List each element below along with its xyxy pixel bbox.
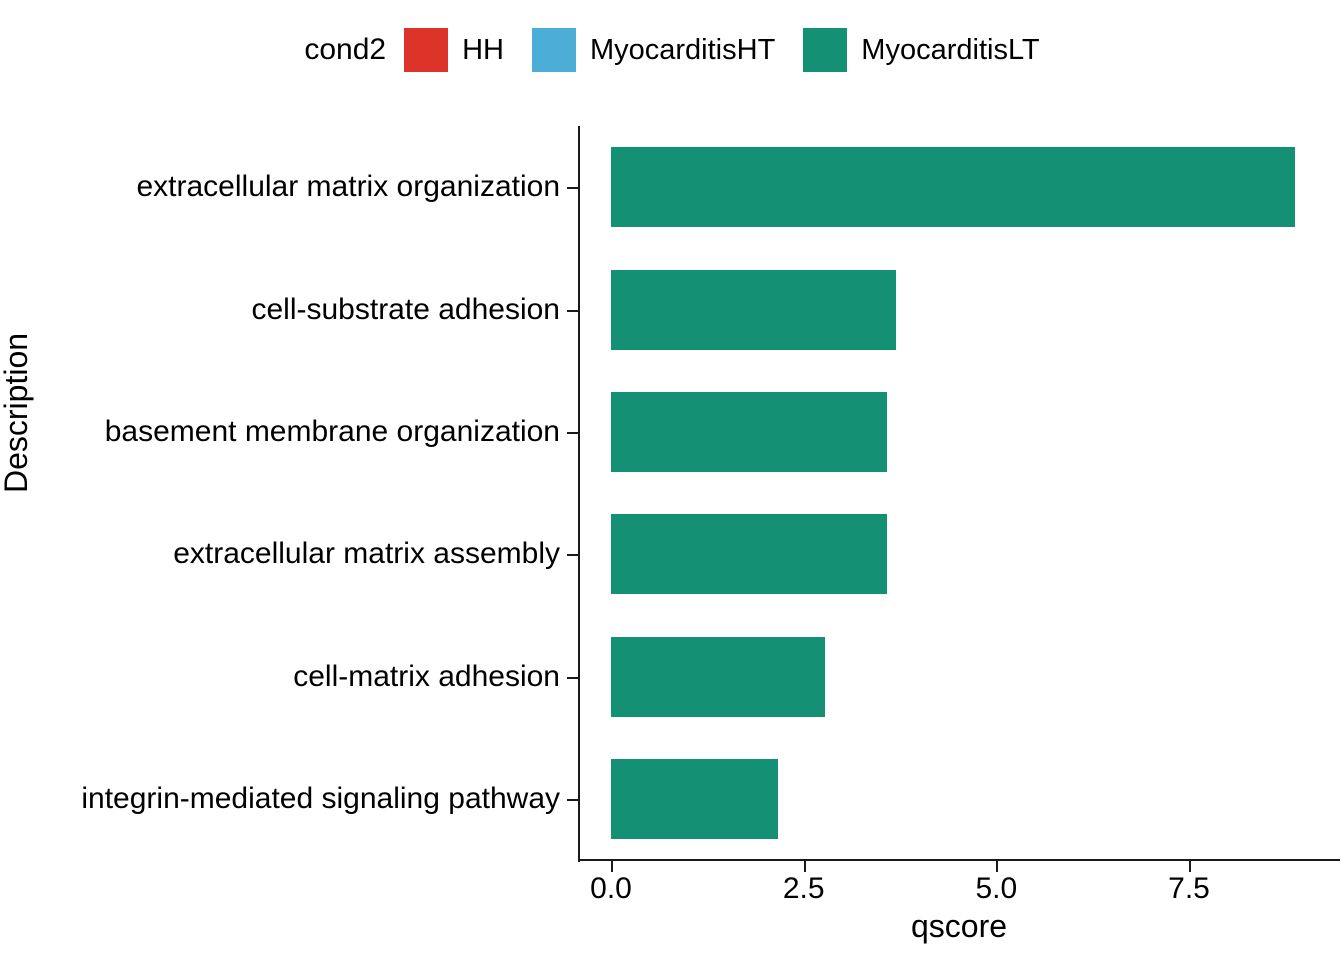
y-tick-mark: [567, 187, 578, 190]
bars-layer: [578, 126, 1340, 860]
y-axis-title: Description: [0, 332, 34, 493]
legend-label-hh: HH: [462, 33, 504, 66]
y-tick-label: cell-substrate adhesion: [251, 292, 560, 326]
y-axis-line: [578, 126, 580, 862]
x-tick-mark: [996, 861, 999, 872]
legend-title: cond2: [304, 33, 387, 66]
y-tick-label: basement membrane organization: [104, 414, 560, 448]
bar[interactable]: [611, 147, 1295, 228]
y-tick-label: cell-matrix adhesion: [293, 659, 560, 693]
legend-swatch-myocarditisht: [531, 28, 576, 72]
bar[interactable]: [611, 269, 897, 350]
x-tick-mark: [611, 861, 613, 872]
y-tick-mark: [567, 676, 578, 679]
bar[interactable]: [611, 758, 779, 839]
legend-label-myocarditisht: MyocarditisHT: [589, 33, 776, 66]
y-tick-mark: [567, 554, 578, 557]
legend-swatch-myocarditislt: [803, 28, 848, 72]
legend-item-myocarditislt[interactable]: MyocarditisLT: [803, 28, 1040, 72]
y-tick-label: extracellular matrix assembly: [173, 537, 560, 571]
legend-label-myocarditislt: MyocarditisLT: [861, 33, 1040, 66]
x-tick-label: 7.5: [1168, 872, 1210, 905]
legend: cond2 HH MyocarditisHT MyocarditisLT: [0, 0, 1344, 100]
bar[interactable]: [611, 636, 826, 717]
y-tick-mark: [567, 431, 578, 434]
x-axis-line: [578, 859, 1340, 861]
legend-item-hh[interactable]: HH: [404, 28, 532, 72]
x-tick-mark: [803, 861, 806, 872]
x-axis-title: qscore: [910, 908, 1008, 944]
x-tick-label: 2.5: [782, 872, 825, 905]
x-tick-label: 5.0: [975, 872, 1018, 905]
y-tick-label: extracellular matrix organization: [136, 170, 560, 204]
y-tick-mark: [567, 798, 578, 801]
x-tick-label: 0.0: [590, 872, 632, 905]
y-tick-label: integrin-mediated signaling pathway: [81, 781, 560, 815]
legend-item-myocarditisht[interactable]: MyocarditisHT: [531, 28, 803, 72]
bar[interactable]: [611, 514, 887, 595]
plot-panel: [578, 126, 1340, 860]
y-tick-mark: [567, 309, 578, 312]
bar[interactable]: [611, 391, 887, 472]
x-tick-mark: [1189, 861, 1192, 872]
legend-swatch-hh: [404, 28, 449, 72]
